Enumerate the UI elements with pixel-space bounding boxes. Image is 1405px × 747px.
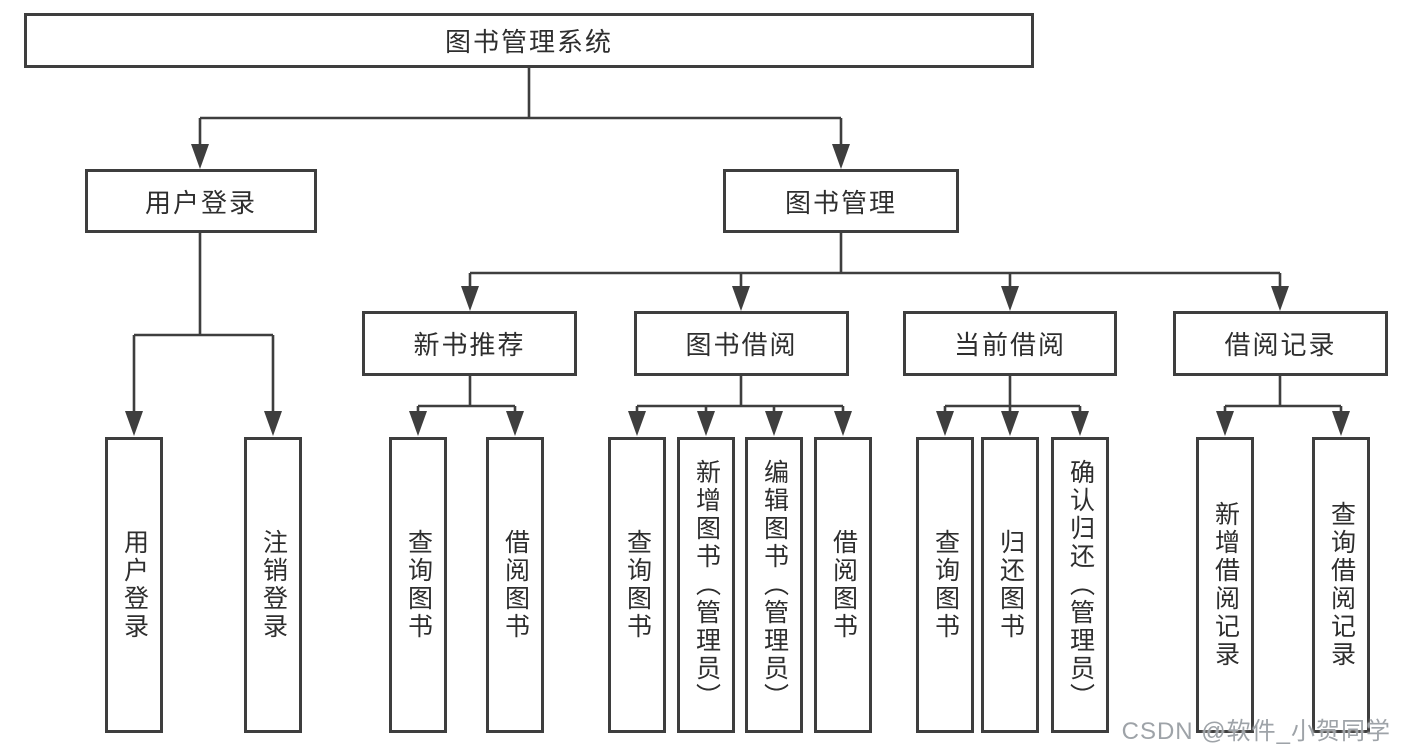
node-leaf-rec-borrow-books-label: 借阅图书 <box>501 529 530 641</box>
node-leaf-bb-query-books-label: 查询图书 <box>623 529 652 641</box>
node-leaf-rec-borrow-books: 借阅图书 <box>486 437 544 733</box>
node-leaf-rec-query-books: 查询图书 <box>389 437 447 733</box>
node-leaf-cb-confirm-return-admin-label: 确认归还（管理员） <box>1066 459 1095 711</box>
node-borrowing-records-label: 借阅记录 <box>1224 330 1337 360</box>
node-user-login: 用户登录 <box>85 169 317 233</box>
node-root-system-label: 图书管理系统 <box>444 27 613 57</box>
node-leaf-cb-confirm-return-admin: 确认归还（管理员） <box>1051 437 1109 733</box>
node-leaf-bb-add-books-admin-label: 新增图书（管理员） <box>692 459 721 711</box>
node-leaf-user-login-label: 用户登录 <box>120 529 149 641</box>
node-leaf-bb-edit-books-admin: 编辑图书（管理员） <box>745 437 803 733</box>
node-book-management: 图书管理 <box>723 169 959 233</box>
node-book-borrowing: 图书借阅 <box>634 311 849 376</box>
node-current-borrowing: 当前借阅 <box>903 311 1117 376</box>
node-leaf-br-add-record-label: 新增借阅记录 <box>1211 501 1240 669</box>
node-root-system: 图书管理系统 <box>24 13 1034 68</box>
node-leaf-logout-label: 注销登录 <box>259 529 288 641</box>
node-user-login-label: 用户登录 <box>144 187 257 218</box>
node-leaf-cb-return-books: 归还图书 <box>981 437 1039 733</box>
node-book-borrowing-label: 图书借阅 <box>685 330 798 360</box>
node-leaf-br-add-record: 新增借阅记录 <box>1196 437 1254 733</box>
arrowheads <box>125 144 1350 436</box>
node-leaf-cb-query-books: 查询图书 <box>916 437 974 733</box>
node-leaf-bb-query-books: 查询图书 <box>608 437 666 733</box>
node-leaf-bb-add-books-admin: 新增图书（管理员） <box>677 437 735 733</box>
node-leaf-cb-return-books-label: 归还图书 <box>996 529 1025 641</box>
node-leaf-bb-borrow-books-label: 借阅图书 <box>829 529 858 641</box>
node-leaf-cb-query-books-label: 查询图书 <box>931 529 960 641</box>
node-leaf-bb-borrow-books: 借阅图书 <box>814 437 872 733</box>
node-borrowing-records: 借阅记录 <box>1173 311 1388 376</box>
node-leaf-br-query-record-label: 查询借阅记录 <box>1327 501 1356 669</box>
watermark: CSDN @软件_小贺同学 <box>1121 718 1391 745</box>
node-leaf-logout: 注销登录 <box>244 437 302 733</box>
node-current-borrowing-label: 当前借阅 <box>953 330 1066 360</box>
node-leaf-br-query-record: 查询借阅记录 <box>1312 437 1370 733</box>
node-new-book-recommend-label: 新书推荐 <box>413 330 526 360</box>
node-book-management-label: 图书管理 <box>784 187 897 218</box>
node-leaf-bb-edit-books-admin-label: 编辑图书（管理员） <box>760 459 789 711</box>
node-new-book-recommend: 新书推荐 <box>362 311 577 376</box>
node-leaf-rec-query-books-label: 查询图书 <box>404 529 433 641</box>
node-leaf-user-login: 用户登录 <box>105 437 163 733</box>
